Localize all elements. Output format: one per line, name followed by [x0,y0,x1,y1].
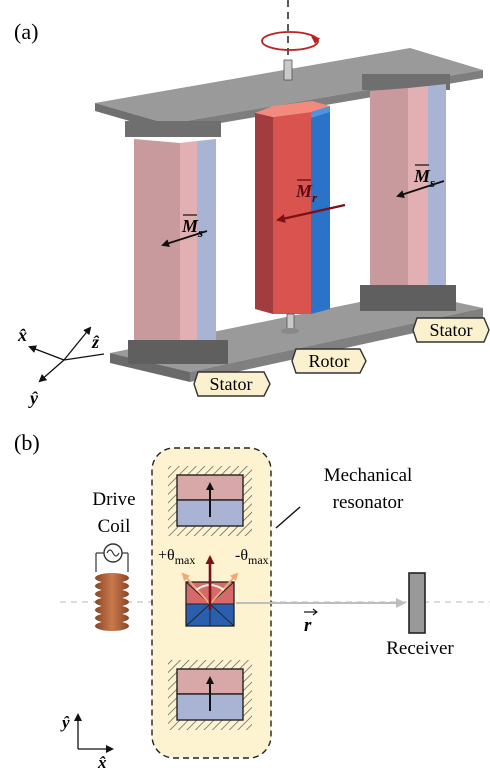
tag-rotor: Rotor [291,348,367,374]
axis-b-x-label: x̂ [97,753,107,772]
theta-plus-label: +θmax [158,547,195,567]
receiver: Receiver [386,572,454,659]
tag-stator-left: Stator [193,371,271,397]
panel-a-label: (a) [14,19,38,44]
theta-minus-label: -θmax [235,547,269,567]
drive-coil: Drive Coil [92,489,136,631]
stator-right-magnetization-label: Ms [413,166,435,190]
rotation-axis [261,0,320,68]
axis-a-z-label: ẑ [91,332,100,352]
stator-left: Ms [125,121,228,364]
axis-a-x-label: x̂ [17,325,27,345]
resonator-pointer-line [275,506,301,529]
drive-coil-label-line1: Drive [92,489,135,510]
drive-coil-label-line2: Coil [98,516,131,537]
svg-text:Stator: Stator [430,320,473,340]
rotor-magnet [181,555,239,627]
resonator-label-line1: Mechanical [324,465,413,486]
stator-right-magnetization-arrow [396,180,445,198]
stator-left-magnetization-label: Ms [181,216,203,240]
top-shaft [283,59,293,81]
svg-text:Stator: Stator [210,374,253,394]
bottom-shaft [286,313,295,331]
resonator-label-line2: resonator [333,492,404,513]
coil-winding-icon [95,573,129,631]
axes-b: ŷ x̂ [60,713,114,772]
stator-right: Ms [360,74,456,311]
receiver-label: Receiver [386,638,454,659]
rotor-magnetization-arrow [276,203,346,223]
stator-magnet-top [168,466,252,536]
stator-magnet-bottom [168,660,252,730]
tag-stator-right: Stator [412,317,490,343]
stator-left-magnetization-arrow [161,230,208,247]
axis-b-y-label: ŷ [60,713,70,732]
rotor: Mr [255,101,346,334]
axis-a-y-label: ŷ [28,388,39,408]
axes-a: x̂ ẑ ŷ [17,325,105,408]
svg-text:Rotor: Rotor [308,351,349,371]
rotor-magnetization-label: Mr [295,181,318,205]
rotation-arrow-icon [261,31,319,51]
distance-vector-label: r [304,615,312,636]
panel-b-label: (b) [14,430,40,455]
